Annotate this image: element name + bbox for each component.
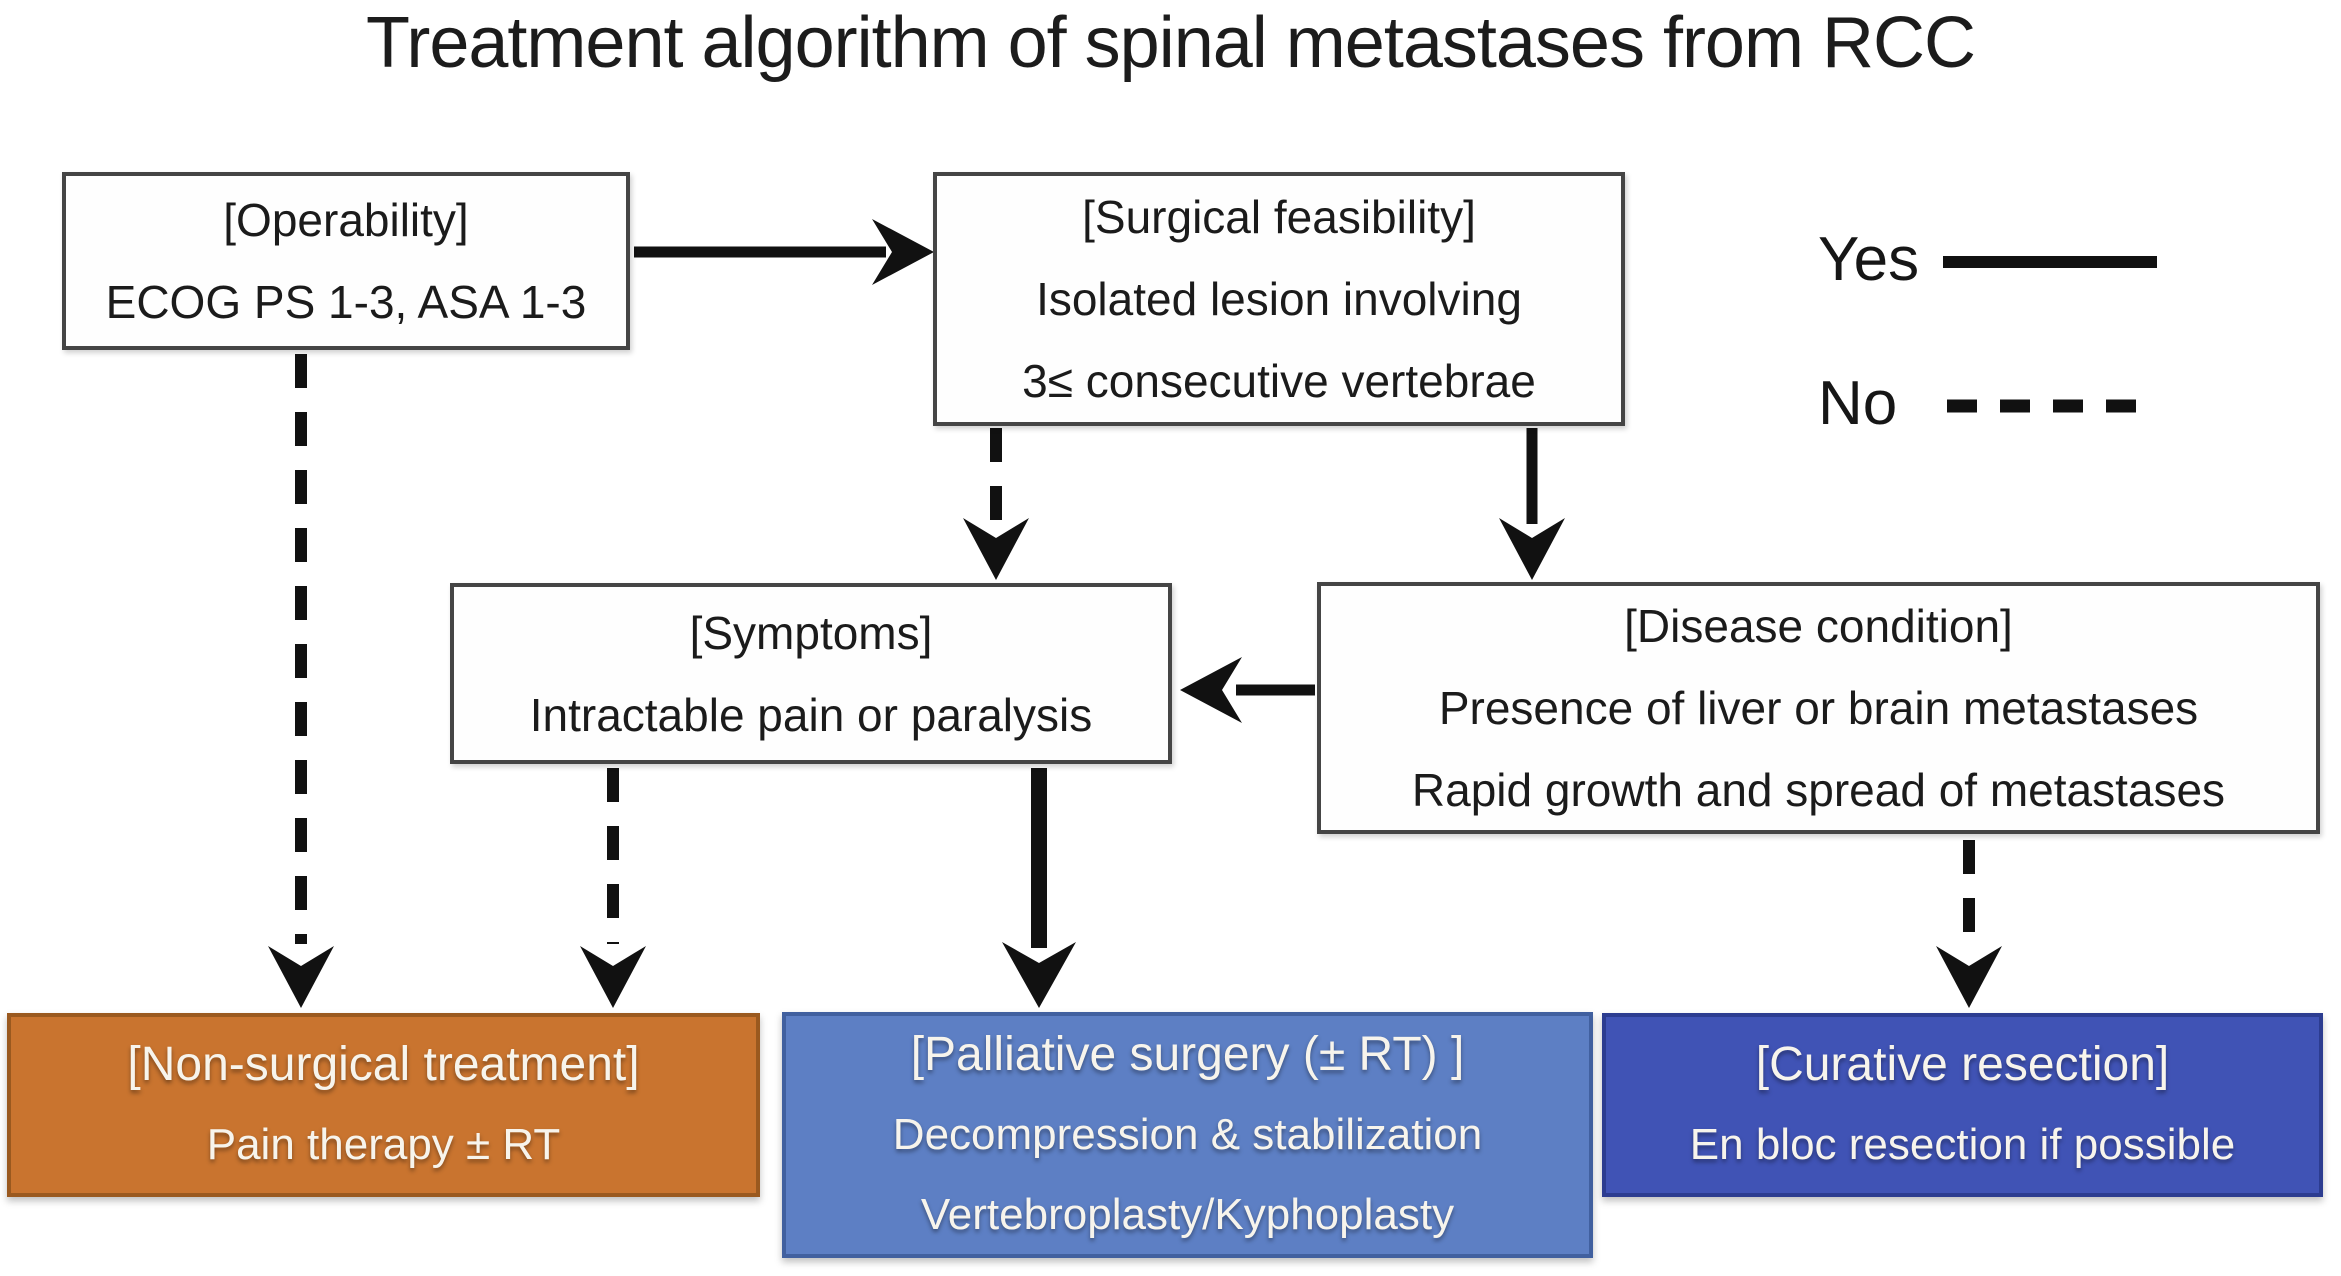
non-surgical-treatment-node: [Non-surgical treatment] Pain therapy ± …	[7, 1013, 760, 1197]
arrow-disease-condition-to-symptoms	[1180, 657, 1315, 723]
arrow-disease-condition-to-curative-resection	[1936, 840, 2002, 1008]
symptoms-node: [Symptoms] Intractable pain or paralysis	[450, 583, 1172, 764]
non-surgical-treatment-line-1: Pain therapy ± RT	[206, 1120, 561, 1169]
legend-yes-label: Yes	[1818, 225, 1920, 294]
palliative-surgery-line-2: Vertebroplasty/Kyphoplasty	[920, 1190, 1455, 1239]
legend-no-label: No	[1818, 369, 1898, 438]
arrow-operability-to-surgical-feasibility	[634, 219, 934, 285]
surgical-feasibility-line-2: 3≤ consecutive vertebrae	[1022, 355, 1536, 407]
palliative-surgery-node: [Palliative surgery (± RT) ] Decompressi…	[782, 1012, 1593, 1258]
arrow-operability-to-non-surgical	[268, 354, 334, 1008]
surgical-feasibility-line-1: Isolated lesion involving	[1036, 273, 1522, 325]
arrow-symptoms-to-non-surgical	[580, 768, 646, 1008]
surgical-feasibility-node: [Surgical feasibility] Isolated lesion i…	[933, 172, 1625, 426]
operability-criteria: ECOG PS 1-3, ASA 1-3	[105, 276, 587, 328]
arrow-symptoms-to-palliative-surgery	[1002, 768, 1076, 1008]
operability-title: [Operability]	[223, 194, 469, 246]
curative-resection-title: [Curative resection]	[1755, 1038, 2170, 1091]
operability-node: [Operability] ECOG PS 1-3, ASA 1-3	[62, 172, 630, 350]
palliative-surgery-line-1: Decompression & stabilization	[892, 1110, 1483, 1159]
diagram-title: Treatment algorithm of spinal metastases…	[366, 3, 1976, 83]
symptoms-title: [Symptoms]	[689, 606, 933, 659]
disease-condition-line-2: Rapid growth and spread of metastases	[1411, 764, 2226, 816]
symptoms-line-1: Intractable pain or paralysis	[529, 688, 1093, 741]
palliative-surgery-title: [Palliative surgery (± RT) ]	[910, 1028, 1465, 1081]
non-surgical-treatment-title: [Non-surgical treatment]	[127, 1038, 640, 1091]
arrow-surgical-feasibility-to-disease-condition	[1499, 428, 1565, 580]
curative-resection-node: [Curative resection] En bloc resection i…	[1602, 1013, 2323, 1197]
disease-condition-title: [Disease condition]	[1624, 600, 2013, 652]
surgical-feasibility-title: [Surgical feasibility]	[1082, 191, 1476, 243]
disease-condition-line-1: Presence of liver or brain metastases	[1438, 682, 2199, 734]
disease-condition-node: [Disease condition] Presence of liver or…	[1317, 582, 2320, 834]
curative-resection-line-1: En bloc resection if possible	[1689, 1120, 2236, 1169]
arrow-surgical-feasibility-to-symptoms	[963, 428, 1029, 580]
